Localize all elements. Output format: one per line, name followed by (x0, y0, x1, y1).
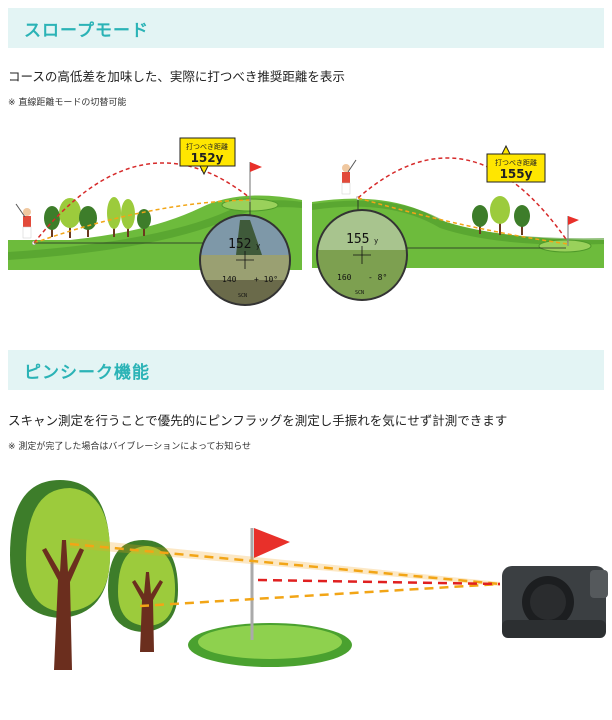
pin-seek-header: ピンシーク機能 (8, 350, 604, 390)
slope-mode-illustration: 打つべき距離 152y 152 y 140 + 10° SCN (8, 137, 604, 306)
downhill-callout-value: 155y (500, 167, 533, 181)
tree-icon (44, 197, 151, 238)
slope-mode-title: スロープモード (24, 20, 149, 41)
downhill-scene: 打つべき距離 155y 155 y 160 - 8° SCN (312, 144, 604, 301)
downhill-callout-label: 打つべき距離 (495, 158, 537, 167)
downhill-display-angle: - 8° (368, 273, 387, 282)
downhill-display-badge: SCN (355, 290, 364, 296)
downhill-callout: 打つべき距離 155y (486, 144, 546, 183)
downhill-display-main: 155 (346, 232, 369, 247)
uphill-display-unit: y (256, 242, 260, 250)
slope-mode-header: スロープモード (8, 8, 604, 48)
uphill-display-straight: 140 (222, 275, 237, 284)
tree-icon (10, 480, 111, 670)
slope-mode-description: コースの高低差を加味した、実際に打つべき推奨距離を表示 (8, 69, 345, 84)
rangefinder-icon (502, 566, 608, 638)
pin-seek-title: ピンシーク機能 (24, 362, 150, 383)
slope-mode-note: ※ 直線距離モードの切替可能 (8, 98, 127, 108)
uphill-display-angle: + 10° (254, 275, 278, 284)
uphill-viewfinder: 152 y 140 + 10° SCN (199, 214, 291, 306)
pin-seek-illustration (10, 480, 608, 670)
tree-icon (108, 540, 178, 652)
uphill-callout: 打つべき距離 152y (179, 137, 236, 176)
golfer-icon (341, 159, 361, 201)
uphill-display-main: 152 (228, 237, 251, 252)
downhill-viewfinder: 155 y 160 - 8° SCN (316, 209, 408, 301)
flag-icon (250, 528, 290, 640)
uphill-callout-label: 打つべき距離 (186, 142, 228, 151)
tree-icon (472, 196, 530, 235)
downhill-display-straight: 160 (337, 273, 352, 282)
downhill-display-unit: y (374, 237, 378, 245)
flag-icon (567, 216, 579, 246)
golfer-icon (15, 203, 37, 246)
pin-seek-note: ※ 測定が完了した場合はバイブレーションによってお知らせ (8, 442, 252, 452)
uphill-callout-value: 152y (191, 151, 224, 165)
pin-seek-description: スキャン測定を行うことで優先的にピンフラッグを測定し手振れを気にせず計測できます (8, 413, 508, 428)
flag-icon (249, 162, 262, 202)
uphill-scene: 打つべき距離 152y 152 y 140 + 10° SCN (8, 137, 302, 306)
uphill-display-badge: SCN (238, 293, 247, 299)
